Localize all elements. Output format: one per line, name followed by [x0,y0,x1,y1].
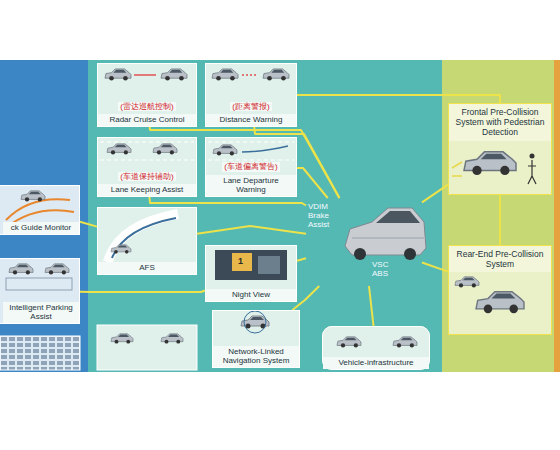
box-caption: ck Guide Monitor [3,222,79,234]
navigation-box: Network-Linked Navigation System [212,310,300,368]
blue-band [0,60,88,372]
green-band [442,60,560,372]
connector-line [150,197,307,206]
back-guide-box: ck Guide Monitor [0,185,80,235]
night-view-box: Night View [205,245,297,302]
box-caption: Night View [206,289,296,301]
chinese-label: (距离警报) [230,102,271,112]
vehicle-node: VDIM Brake AssistVSC ABS [306,198,422,286]
box-caption: Rear-End Pre-Collision System [449,246,551,272]
box-caption: Radar Cruise Control [98,114,196,126]
connector-line [197,226,306,234]
chinese-label: (车道保持辅助) [118,172,175,182]
lane-departure-box: (车道偏离警告) Lane Departure Warning [205,137,297,197]
frontal-precollision-box: Frontal Pre-Collision System with Pedest… [448,103,552,195]
connector-line [80,291,205,292]
system-label: VSC ABS [372,260,398,278]
distance-warning-box: (距离警报) Distance Warning [205,63,297,127]
chinese-label: (雷达巡航控制) [118,102,175,112]
box-caption: Distance Warning [206,114,296,126]
afs-box: AFS [97,207,197,275]
connector-line [297,258,306,261]
infrastructure-box: Vehicle-infrastructure [322,326,430,370]
box-fills [0,63,552,370]
box-caption: Intelligent Parking Assist [3,302,79,323]
parking-assist-box: Intelligent Parking Assist [0,258,80,324]
connector-line [422,262,448,271]
lane-keeping-box: (车道保持辅助) Lane Keeping Assist [97,137,197,197]
connector-line [297,95,500,103]
box-caption: Vehicle-infrastructure [323,357,429,369]
box-caption: Frontal Pre-Collision System with Pedest… [449,104,551,141]
box-caption: AFS [98,262,196,274]
system-label: VDIM Brake Assist [308,202,350,230]
callout-number: 1 [238,256,243,266]
box-caption: Lane Keeping Assist [98,184,196,196]
box-caption: Lane Departure Warning [206,175,296,196]
connector-line [422,185,448,203]
connector-line [297,168,328,198]
box-caption: Network-Linked Navigation System [213,346,299,367]
teal-band [88,60,442,372]
connector-line [369,286,374,326]
chinese-label: (车道偏离警告) [222,162,279,172]
radar-cruise-box: (雷达巡航控制) Radar Cruise Control [97,63,197,127]
rear-precollision-box: Rear-End Pre-Collision System [448,245,552,335]
central-car [345,208,426,260]
orange-edge [554,60,560,372]
connector-line [80,222,97,227]
connector-line [499,195,501,245]
